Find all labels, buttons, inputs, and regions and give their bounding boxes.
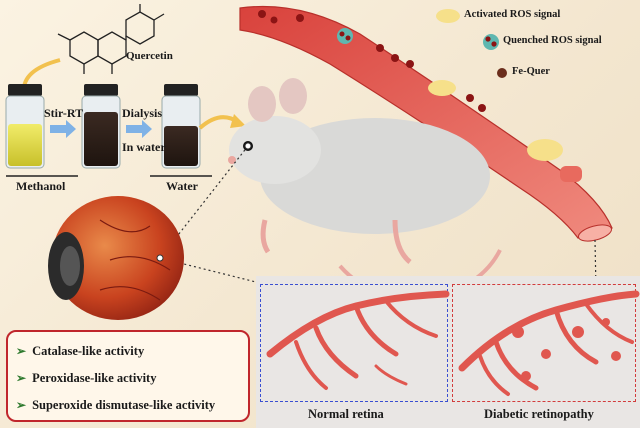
vial-methanol [5, 84, 45, 169]
vessel-particles [258, 10, 582, 182]
legend-markers [436, 9, 507, 78]
legend-quenched-label: Quenched ROS signal [503, 35, 602, 46]
step-in-water: In water [122, 140, 166, 154]
check-arrow-icon: ➢ [16, 398, 27, 412]
quercetin-molecule [57, 4, 165, 74]
legend-activated-label: Activated ROS signal [464, 9, 561, 20]
quenched-ros-icon [483, 34, 499, 50]
solvent-methanol: Methanol [16, 179, 66, 193]
diabetic-retina-box [452, 284, 636, 402]
legend-fe-quer-label: Fe-Quer [512, 66, 550, 77]
diabetic-retinopathy-caption: Diabetic retinopathy [484, 407, 594, 421]
enzyme-activity-box: ➢Catalase-like activity ➢Peroxidase-like… [6, 330, 250, 422]
check-arrow-icon: ➢ [16, 371, 27, 385]
blood-vessel [239, 5, 613, 239]
activity-item: ➢Peroxidase-like activity [16, 371, 157, 385]
vial-dialysis [81, 84, 121, 169]
eye-illustration [48, 196, 184, 320]
solvent-water: Water [166, 179, 198, 193]
normal-retina-caption: Normal retina [308, 407, 384, 421]
process-arrow-icon [50, 120, 76, 138]
normal-retina-box [260, 284, 448, 402]
retina-comparison-panel: Normal retina Diabetic retinopathy [256, 276, 640, 428]
process-arrow-icon [126, 120, 152, 138]
activated-ros-icon [436, 9, 460, 23]
retina-vessels [266, 290, 640, 396]
fe-quer-icon [497, 68, 507, 78]
quercetin-label: Quercetin [126, 50, 173, 62]
activity-item: ➢Superoxide dismutase-like activity [16, 398, 216, 412]
step-dialysis: Dialysis [122, 106, 163, 120]
step-stir-rt: Stir-RT [44, 106, 84, 120]
vial-water [161, 84, 201, 169]
activity-item: ➢Catalase-like activity [16, 344, 145, 358]
check-arrow-icon: ➢ [16, 344, 27, 358]
mouse-illustration [228, 78, 502, 303]
